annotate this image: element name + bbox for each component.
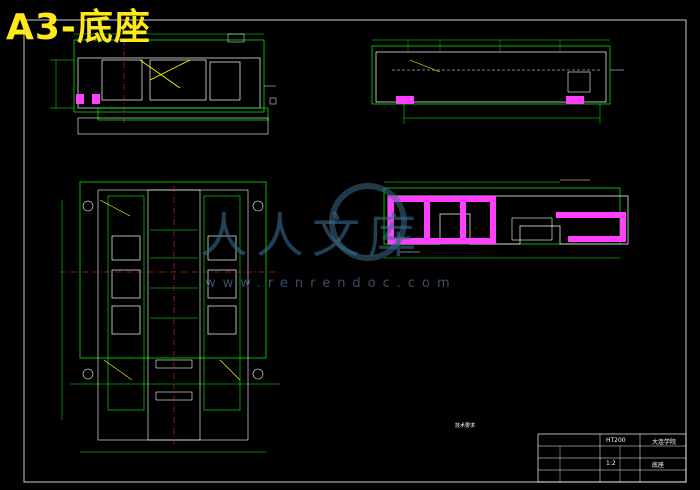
title-block-school: 大连学院 [652, 439, 677, 446]
title-block-scale: 1:2 [606, 460, 616, 467]
front-view-top-left [50, 33, 277, 135]
title-block [537, 433, 687, 483]
watermark-logo [329, 183, 407, 261]
technical-notes-heading: 技术要求 [455, 423, 476, 429]
side-view-top-right [371, 39, 624, 124]
title-block-part-name: 底座 [652, 462, 665, 469]
watermark-url: www.renrendoc.com [205, 276, 457, 291]
plan-view-bottom-left [60, 181, 280, 453]
title-block-material: HT200 [606, 437, 626, 444]
watermark-logo-text: 人人文库 [200, 208, 424, 264]
section-view-bottom-right [383, 179, 629, 259]
page-title: A3-底座 [6, 7, 151, 48]
drawing-frame [23, 19, 687, 483]
